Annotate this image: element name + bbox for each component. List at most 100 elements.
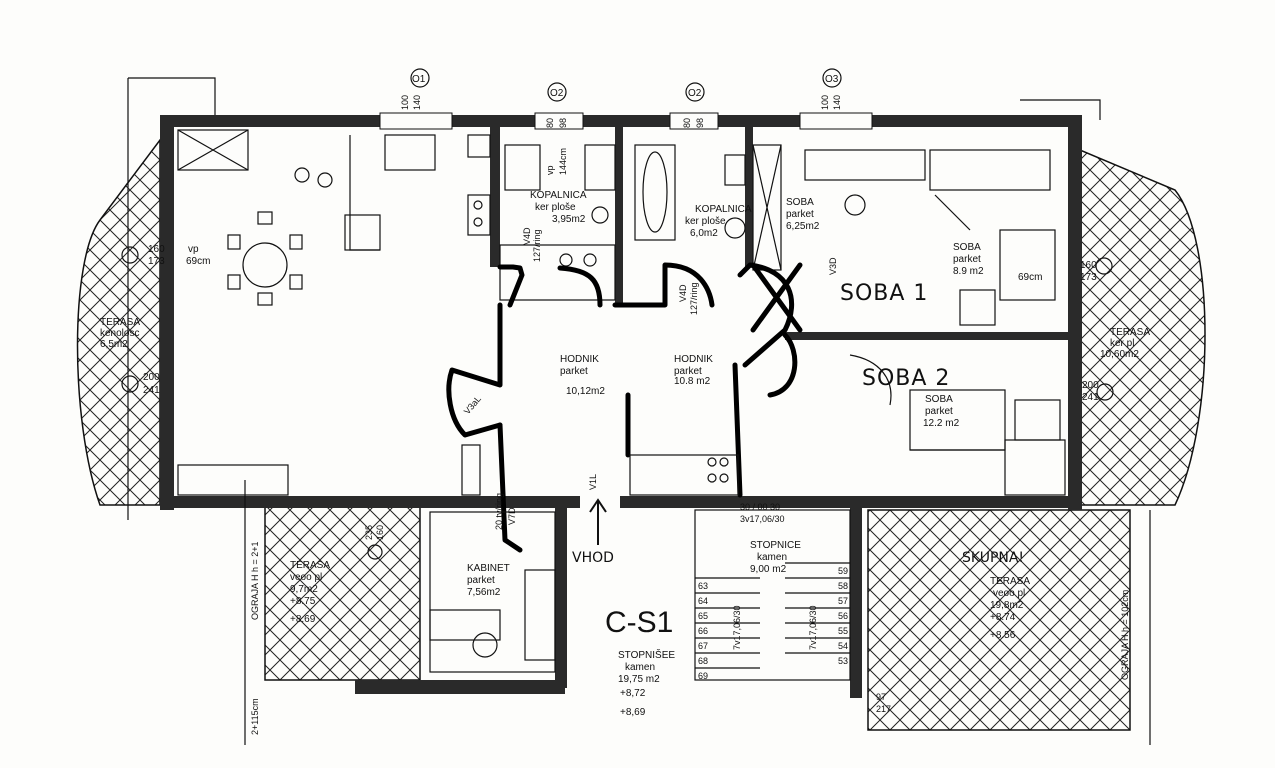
entrance: VHOD [572,498,614,566]
svg-text:10,60m2: 10,60m2 [1100,349,1139,360]
svg-text:140: 140 [412,95,422,110]
svg-text:10,12m2: 10,12m2 [566,386,605,397]
hall-2-labels: HODNIK parket 10.8 m2 [674,354,713,387]
svg-text:parket: parket [786,209,814,220]
room-c: SOBA parket 12.2 m2 [849,354,1066,496]
handwritten-soba-2: SOBA 2 [862,366,950,391]
stair-step-label-right: 54 [838,641,848,651]
terrace-right-labels: TERASA ker pl 10,60m2 200 241 [1082,327,1150,403]
svg-text:80: 80 [682,118,692,128]
top-windows [379,112,873,130]
svg-text:ker ploše: ker ploše [535,202,576,213]
stair-step-label-left: 69 [698,671,708,681]
window-marker-4: O3 100 140 [820,68,842,110]
svg-text:veoo pl: veoo pl [993,588,1025,599]
svg-text:+8,72: +8,72 [620,688,646,699]
svg-text:+8,69: +8,69 [620,707,646,718]
svg-text:OGRAJA H h = 102cm: OGRAJA H h = 102cm [1120,590,1130,680]
svg-text:19,8m2: 19,8m2 [990,600,1024,611]
window-id-1: O1 [412,74,426,85]
svg-text:TERASA: TERASA [290,560,330,571]
bathroom-1: KOPALNICA ker ploše 3,95m2 vp 144cm [499,144,616,301]
svg-text:200: 200 [1082,380,1099,391]
svg-text:80: 80 [545,118,555,128]
svg-text:200: 200 [143,372,160,383]
stair-run-left: 7v17,06/30 [732,605,742,650]
stair-step-label-left: 66 [698,626,708,636]
svg-text:SOBA: SOBA [953,242,981,253]
svg-text:parket: parket [925,406,953,417]
svg-text:241: 241 [1082,392,1099,403]
svg-text:127/ring: 127/ring [689,282,699,315]
svg-text:100: 100 [820,95,830,110]
svg-text:6,0m2: 6,0m2 [690,228,718,239]
svg-text:+8.75: +8.75 [290,596,316,607]
svg-text:173: 173 [148,256,165,267]
svg-text:O2: O2 [688,88,702,99]
svg-text:6,5m2: 6,5m2 [100,339,128,350]
svg-text:7,56m2: 7,56m2 [467,587,501,598]
stair-run-right: 7v17,06/30 [808,605,818,650]
svg-text:parket: parket [953,254,981,265]
svg-text:parket: parket [560,366,588,377]
svg-text:O3: O3 [825,74,839,85]
stair-step-label-right: 59 [838,566,848,576]
window-marker-2: O2 80 98 [545,82,568,128]
svg-text:140: 140 [832,95,842,110]
terrace-left-labels: TERASA kenolosc 6,5m2 200 241 [100,317,160,396]
svg-text:HODNIK: HODNIK [560,354,599,365]
svg-text:98: 98 [695,118,705,128]
svg-text:160: 160 [375,525,385,540]
terrace-left [76,137,161,506]
hall-counter [461,444,739,496]
room-b: SOBA parket 8.9 m2 69cm 160 173 [929,149,1113,326]
svg-text:HODNIK: HODNIK [674,354,713,365]
svg-text:kamen: kamen [757,552,787,563]
stair-step-label-right: 56 [838,611,848,621]
svg-text:6,25m2: 6,25m2 [786,221,820,232]
svg-text:vp: vp [188,244,199,255]
svg-text:V4D: V4D [678,284,688,302]
living-room-labels: vp 69cm 160 173 [121,244,289,496]
svg-text:+8.74: +8.74 [990,612,1016,623]
svg-text:STOPNIŠEE: STOPNIŠEE [618,648,675,661]
stair-step-label-left: 65 [698,611,708,621]
svg-text:160: 160 [148,244,165,255]
svg-text:69cm: 69cm [186,256,210,267]
svg-text:10.8 m2: 10.8 m2 [674,376,711,387]
svg-text:241: 241 [143,385,160,396]
svg-text:ker pl: ker pl [1110,338,1134,349]
svg-text:173: 173 [1080,272,1097,283]
svg-text:TERASA: TERASA [100,317,140,328]
svg-text:98: 98 [558,118,568,128]
svg-text:+8.56: +8.56 [990,630,1016,641]
handwritten-entrance: VHOD [572,550,614,566]
svg-text:19,75 m2: 19,75 m2 [618,674,660,685]
svg-text:144cm: 144cm [558,148,568,175]
svg-text:160: 160 [1080,260,1097,271]
svg-text:235: 235 [364,525,374,540]
stair-step-label-right: 55 [838,626,848,636]
handwritten-note: SKUPNA! [962,550,1024,566]
stair-step-label-right: 57 [838,596,848,606]
svg-text:parket: parket [467,575,495,586]
svg-text:127/ring: 127/ring [532,229,542,262]
hallway-walls [446,262,803,553]
svg-text:100: 100 [400,95,410,110]
svg-text:V3aL: V3aL [462,394,483,417]
svg-text:STOPNICE: STOPNICE [750,540,801,551]
svg-text:12.2 m2: 12.2 m2 [923,418,960,429]
svg-text:9,7m2: 9,7m2 [290,584,318,595]
svg-text:V4D: V4D [522,227,532,245]
svg-text:TERASA: TERASA [990,576,1030,587]
svg-text:+8.69: +8.69 [290,614,316,625]
stair-step-label-right: 53 [838,656,848,666]
room-a: SOBA parket 6,25m2 [752,144,926,271]
svg-text:3,95m2: 3,95m2 [552,214,586,225]
stair-step-label-left: 63 [698,581,708,591]
terrace-bottom-left-labels: TERASA veoo pl 9,7m2 +8.75 +8.69 235 160… [244,480,385,745]
dining-table [227,211,303,306]
svg-text:8.9 m2: 8.9 m2 [953,266,984,277]
